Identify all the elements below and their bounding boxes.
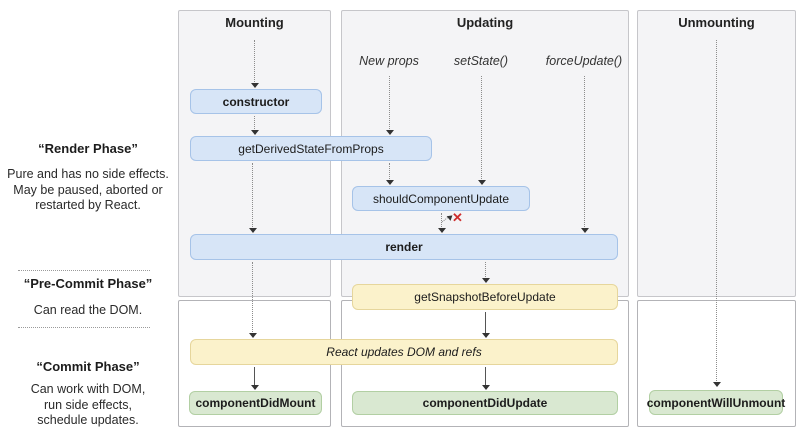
phase-title-commit: “Commit Phase” (36, 359, 140, 374)
arrow-scu-to-render (438, 213, 446, 233)
column-header-unmounting: Unmounting (678, 15, 755, 30)
phase-desc-line: May be paused, aborted or (13, 182, 163, 197)
phase-title-render: “Render Phase” (38, 141, 138, 156)
arrow-mounting-to-constructor (251, 40, 259, 88)
phase-desc-line: schedule updates. (37, 413, 139, 427)
node-render: render (190, 234, 618, 260)
phase-desc-line: Can read the DOM. (33, 303, 143, 317)
arrow-reactupdates-to-did-mount (251, 367, 259, 390)
phase-desc-line: Pure and has no side effects. (7, 167, 169, 181)
phase-desc-line: run side effects, (43, 397, 132, 412)
column-header-mounting: Mounting (225, 15, 284, 30)
node-should-component-update: shouldComponentUpdate (352, 186, 530, 211)
trigger-force-update: forceUpdate() (545, 54, 623, 68)
phase-divider (18, 327, 150, 328)
arrow-gdsfp-to-scu (386, 163, 394, 185)
node-react-updates-dom: React updates DOM and refs (190, 339, 618, 365)
node-get-derived-state-from-props: getDerivedStateFromProps (190, 136, 432, 161)
node-component-will-unmount: componentWillUnmount (647, 390, 785, 415)
node-component-did-update: componentDidUpdate (352, 391, 618, 415)
arrow-constructor-to-gdsfp (251, 116, 259, 135)
phase-desc-line: Can work with DOM, (30, 382, 146, 396)
arrow-gdsfp-to-render-mounting (249, 163, 257, 233)
phase-title-pre-commit: “Pre-Commit Phase” (23, 276, 153, 291)
arrow-force-update-to-render (581, 76, 589, 233)
arrow-render-to-reactupdates-mounting (249, 262, 257, 338)
trigger-new-props: New props (359, 54, 419, 68)
phase-desc-line: restarted by React. (35, 198, 141, 212)
arrow-unmounting-to-will-unmount (713, 40, 721, 387)
phase-desc-commit: Can work with DOM, run side effects, sch… (0, 382, 176, 429)
node-component-did-mount: componentDidMount (189, 391, 322, 415)
arrow-render-to-gsbu (482, 262, 490, 283)
phase-desc-pre-commit: Can read the DOM. (0, 303, 176, 319)
node-constructor: constructor (190, 89, 322, 114)
phase-divider (18, 270, 150, 271)
node-get-snapshot-before-update: getSnapshotBeforeUpdate (352, 284, 618, 310)
trigger-set-state: setState() (453, 54, 509, 68)
arrow-reactupdates-to-did-update (482, 367, 490, 390)
phase-desc-render: Pure and has no side effects. May be pau… (0, 167, 176, 214)
arrow-new-props-to-gdsfp (386, 76, 394, 135)
arrow-gsbu-to-reactupdates (482, 312, 490, 338)
arrow-set-state-to-scu (478, 76, 486, 185)
cancel-x-icon: ✕ (452, 210, 463, 225)
column-header-updating: Updating (456, 15, 514, 30)
